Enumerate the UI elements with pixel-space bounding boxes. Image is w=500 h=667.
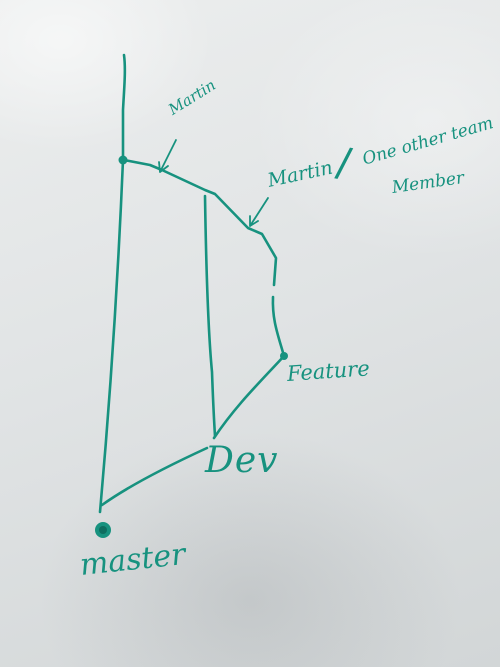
martin-branch-lower [271,295,286,358]
feature-node [280,352,288,360]
feature-merge-line [212,354,286,440]
dev-merge-line [100,446,209,507]
master-start-node-center [99,526,107,534]
martin-mid-arrow [249,197,269,227]
master-commit-node [118,155,128,165]
martin-top-arrow [158,139,177,173]
master-branch-line [98,53,127,514]
martin-branch-line [160,168,278,287]
dev-branch-line [203,194,217,438]
label-dev: Dev [205,440,279,481]
master-to-martin-branch [122,158,164,172]
